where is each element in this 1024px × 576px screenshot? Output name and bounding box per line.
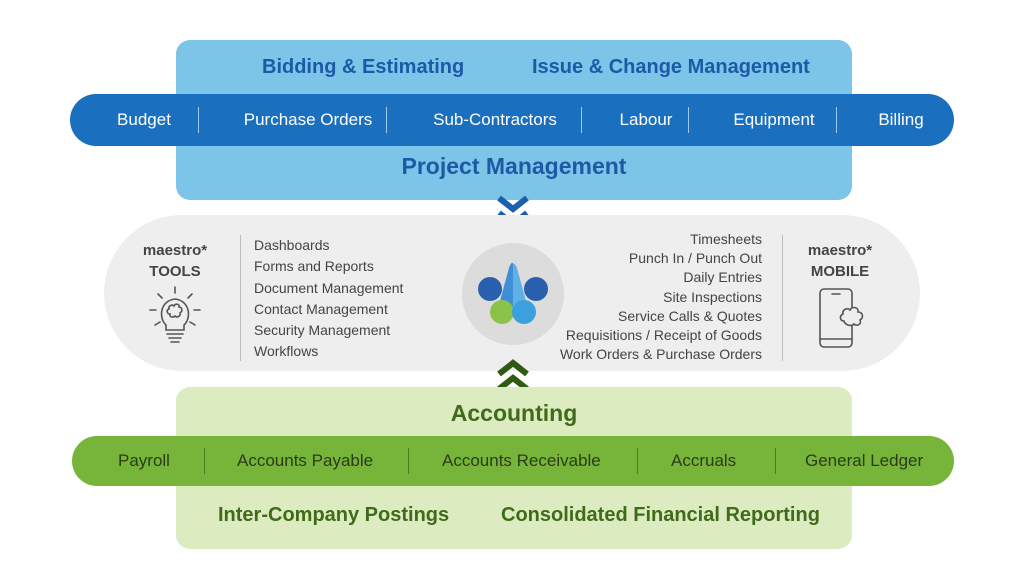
maestro-brand-text: maestro* bbox=[142, 242, 208, 259]
mobile-list: Timesheets Punch In / Punch Out Daily En… bbox=[560, 230, 762, 364]
bar-divider bbox=[637, 448, 638, 474]
accounting-modules-bar bbox=[72, 436, 954, 486]
accounting-title: Accounting bbox=[450, 400, 578, 426]
project-management-title: Project Management bbox=[401, 153, 627, 179]
bar-divider bbox=[408, 448, 409, 474]
mobile-divider bbox=[782, 235, 783, 361]
mobile-item-requisitions: Requisitions / Receipt of Goods bbox=[565, 327, 762, 344]
purchase-orders-item: Purchase Orders bbox=[243, 110, 373, 129]
tools-title: TOOLS bbox=[149, 263, 201, 280]
tools-item-document-management: Document Management bbox=[254, 279, 404, 296]
mobile-item-site-inspections: Site Inspections bbox=[663, 288, 762, 305]
bar-divider bbox=[204, 448, 205, 474]
tools-divider bbox=[240, 235, 241, 361]
bar-divider bbox=[198, 107, 199, 133]
bar-divider bbox=[688, 107, 689, 133]
accounts-payable-item: Accounts Payable bbox=[237, 451, 374, 470]
tools-item-contact-management: Contact Management bbox=[254, 300, 388, 317]
mobile-item-punch: Punch In / Punch Out bbox=[628, 250, 762, 267]
tools-item-security-management: Security Management bbox=[254, 322, 391, 339]
lightbulb-icon bbox=[149, 286, 201, 343]
project-modules-bar: Budget Purchase Orders Sub-Contractors L… bbox=[70, 94, 954, 146]
equipment-item: Equipment bbox=[733, 110, 815, 129]
smartphone-icon bbox=[819, 288, 864, 348]
accruals-item: Accruals bbox=[671, 451, 737, 470]
chevron-up-icon bbox=[497, 359, 529, 392]
payroll-item: Payroll bbox=[118, 451, 170, 470]
mobile-item-service-calls: Service Calls & Quotes bbox=[618, 307, 762, 324]
tools-list: Dashboards Forms and Reports Document Ma… bbox=[254, 235, 403, 363]
bar-divider bbox=[581, 107, 582, 133]
tools-item-forms-reports: Forms and Reports bbox=[254, 258, 374, 275]
tools-item-workflows: Workflows bbox=[254, 343, 319, 360]
sub-contractors-item: Sub-Contractors bbox=[433, 110, 557, 129]
mobile-brand: maestro* MOBILE bbox=[792, 240, 888, 282]
bar-divider bbox=[775, 448, 776, 474]
billing-item: Billing bbox=[878, 110, 924, 129]
tools-brand: maestro* TOOLS bbox=[128, 240, 222, 282]
budget-item: Budget bbox=[117, 110, 171, 129]
consolidated-financial-reporting-label: Consolidated Financial Reporting bbox=[501, 504, 820, 526]
labour-item: Labour bbox=[619, 110, 673, 129]
maestro-logo-icon bbox=[478, 262, 548, 324]
accounts-receivable-item: Accounts Receivable bbox=[442, 451, 601, 470]
mobile-item-daily-entries: Daily Entries bbox=[683, 269, 762, 286]
inter-company-postings-label: Inter-Company Postings bbox=[218, 504, 450, 526]
mobile-item-work-orders: Work Orders & Purchase Orders bbox=[559, 346, 762, 363]
general-ledger-item: General Ledger bbox=[805, 451, 924, 470]
issue-change-management-label: Issue & Change Management bbox=[532, 56, 810, 78]
maestro-brand-text: maestro* bbox=[807, 242, 873, 259]
bidding-estimating-label: Bidding & Estimating bbox=[262, 56, 465, 78]
tools-item-dashboards: Dashboards bbox=[254, 237, 330, 253]
mobile-item-timesheets: Timesheets bbox=[690, 231, 762, 247]
mobile-title: MOBILE bbox=[810, 263, 870, 280]
bar-divider bbox=[836, 107, 837, 133]
bar-divider bbox=[386, 107, 387, 133]
